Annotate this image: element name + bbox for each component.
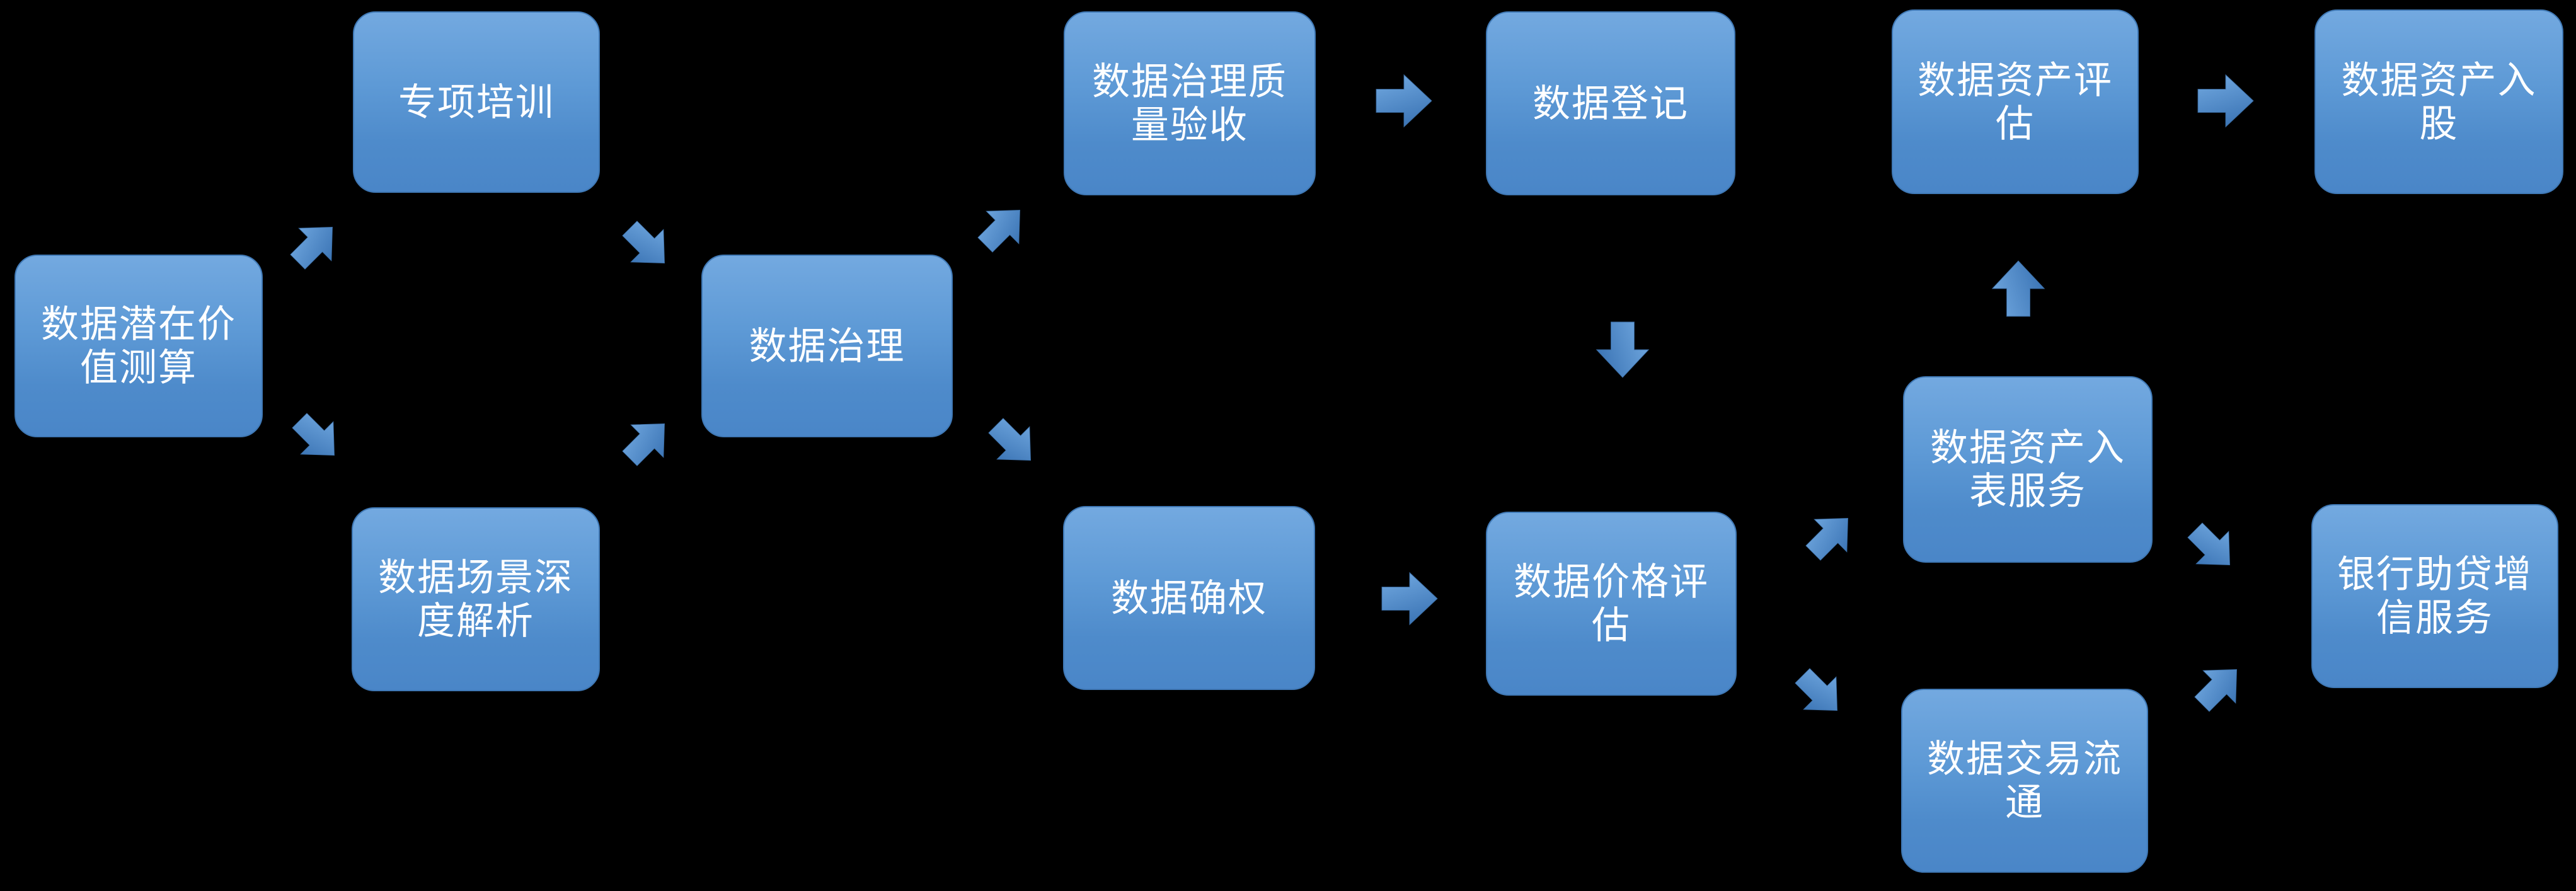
flow-node-balance-sheet-service: 数据资产入 表服务 bbox=[1903, 376, 2153, 563]
connector-arrow-scenario-analysis-to-data-governance bbox=[622, 423, 665, 466]
connector-arrow-balance-sheet-service-to-asset-evaluation bbox=[1991, 260, 2045, 317]
flow-node-data-governance: 数据治理 bbox=[701, 255, 953, 437]
flow-node-rights-confirmation: 数据确权 bbox=[1063, 506, 1315, 690]
flow-node-price-evaluation: 数据价格评 估 bbox=[1486, 512, 1737, 696]
connector-arrow-balance-sheet-service-to-bank-credit-service bbox=[2187, 522, 2230, 565]
flow-node-quality-acceptance: 数据治理质 量验收 bbox=[1064, 11, 1316, 195]
flow-node-label: 数据确权 bbox=[1111, 577, 1267, 619]
flow-node-label: 数据资产入 表服务 bbox=[1930, 427, 2125, 512]
flow-node-label: 专项培训 bbox=[398, 81, 555, 124]
flow-node-label: 数据潜在价 值测算 bbox=[41, 303, 236, 389]
flow-node-bank-credit-service: 银行助贷增 信服务 bbox=[2311, 504, 2558, 688]
flow-node-scenario-analysis: 数据场景深 度解析 bbox=[352, 507, 600, 691]
flow-node-label: 数据治理质 量验收 bbox=[1092, 60, 1287, 146]
connector-arrow-quality-acceptance-to-data-registration bbox=[1376, 74, 1432, 128]
flow-node-data-registration: 数据登记 bbox=[1486, 11, 1735, 195]
connector-arrow-price-evaluation-to-transaction-circulation bbox=[1795, 668, 1837, 711]
connector-arrow-asset-evaluation-to-asset-investment bbox=[2197, 74, 2254, 128]
connector-arrow-potential-value-to-scenario-analysis bbox=[292, 413, 335, 456]
flow-node-label: 数据价格评 估 bbox=[1514, 561, 1709, 647]
connector-arrow-potential-value-to-special-training bbox=[290, 227, 333, 270]
flow-node-label: 数据治理 bbox=[749, 325, 906, 367]
flow-node-label: 数据资产入 股 bbox=[2341, 59, 2537, 145]
flow-node-label: 数据交易流 通 bbox=[1927, 738, 2122, 824]
flow-node-potential-value: 数据潜在价 值测算 bbox=[14, 255, 263, 437]
connector-arrow-transaction-circulation-to-bank-credit-service bbox=[2194, 669, 2237, 712]
connector-arrow-data-governance-to-rights-confirmation bbox=[988, 418, 1031, 461]
flow-node-label: 银行助贷增 信服务 bbox=[2337, 553, 2533, 639]
connector-arrow-price-evaluation-to-balance-sheet-service bbox=[1805, 518, 1848, 561]
flow-node-asset-evaluation: 数据资产评 估 bbox=[1892, 9, 2139, 194]
flow-node-label: 数据场景深 度解析 bbox=[378, 556, 573, 642]
flow-node-asset-investment: 数据资产入 股 bbox=[2314, 9, 2563, 194]
flow-node-transaction-circulation: 数据交易流 通 bbox=[1901, 689, 2148, 873]
connector-arrow-data-governance-to-quality-acceptance bbox=[977, 210, 1020, 253]
flow-node-special-training: 专项培训 bbox=[353, 11, 600, 193]
connector-arrow-data-registration-to-price-evaluation bbox=[1596, 321, 1650, 378]
flow-node-label: 数据资产评 估 bbox=[1918, 59, 2113, 145]
flow-node-label: 数据登记 bbox=[1532, 82, 1689, 125]
connector-arrow-rights-confirmation-to-price-evaluation bbox=[1381, 572, 1438, 626]
connector-arrow-special-training-to-data-governance bbox=[622, 221, 665, 263]
